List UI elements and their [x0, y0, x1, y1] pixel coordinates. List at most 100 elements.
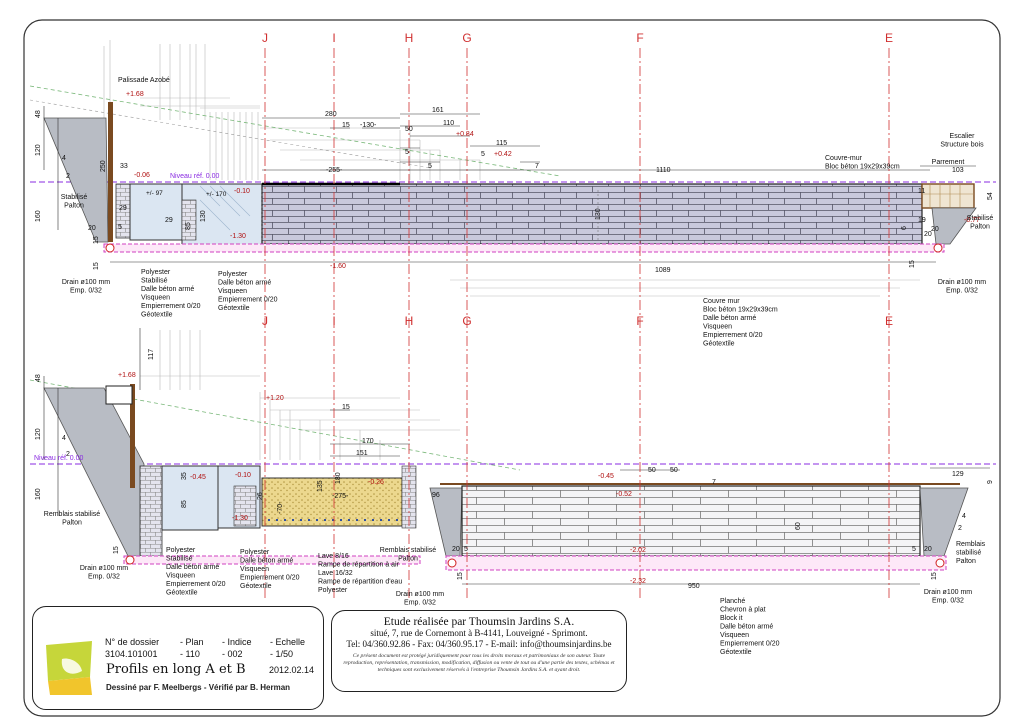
profile_b-notes-lave-0: Lave 8/16: [318, 553, 349, 560]
profile_b-notes-planche-4: Visqueen: [720, 632, 749, 639]
profile_a-dims-d255: -255-: [326, 167, 343, 174]
profile_a-notes-stabilise_left-0: Stabilisé: [61, 194, 88, 201]
profile_b-dims-d151: 151: [356, 450, 368, 457]
profile_b-levels-l168: +1.68: [118, 372, 136, 379]
profile_a-notes-couvre_bottom-5: Géotextile: [703, 341, 735, 348]
axis-label-e-b: E: [885, 314, 893, 328]
slab-b-right: [445, 555, 947, 571]
profile_b-notes-drain_right-1: Emp. 0/32: [932, 598, 964, 605]
profile_a-dims-d20c: 20: [931, 226, 939, 233]
embankment-left-b: [43, 387, 145, 557]
left-block-b: [139, 465, 163, 557]
profile_a-notes-parement: Parrement: [932, 159, 965, 166]
profile_b-dims-d50a: 50: [648, 467, 656, 474]
profile_a-dims-d15b: 15: [93, 236, 100, 244]
stair-grid: [922, 184, 974, 208]
axis-label-i-a: I: [332, 31, 335, 45]
profile_a-dims-d103: 103: [952, 167, 964, 174]
stair-block: [921, 183, 975, 209]
profile_b-notes-remblais_mid-0: Remblais stabilisé: [380, 547, 437, 554]
scale-value: - 1/50: [270, 649, 294, 659]
axis-label-i-b: I: [332, 314, 335, 328]
profile_a-notes-drain_right-0: Drain ø100 mm: [938, 279, 986, 286]
profile_a-dims-d5b: 5: [428, 163, 432, 170]
profile_a-levels-l097: +/- 97: [146, 190, 163, 197]
profile_a-notes-couvre_bottom-1: Bloc béton 19x29x39cm: [703, 307, 778, 314]
step-box-b: [105, 385, 133, 405]
profile-a: [29, 40, 996, 297]
axis-label-j-b: J: [262, 314, 268, 328]
profile_b-dims-d950: 950: [688, 583, 700, 590]
profile_b-dims-d180: 180: [335, 472, 342, 484]
profile_b-dims-d117: 117: [148, 349, 155, 360]
profile_a-dims-d160: 160: [35, 210, 42, 222]
profile_b-dims-d15c: 15: [457, 572, 464, 580]
profile_a-notes-layers1-3: Visqueen: [141, 295, 170, 302]
drain-pipe-b-right: [935, 558, 945, 568]
profile_b-dims-d129: 129: [952, 471, 964, 478]
slab-a: [103, 243, 945, 253]
drawing-title: Profils en long A et B: [106, 662, 246, 677]
profile_a-dims-d1089: 1089: [655, 267, 671, 274]
profile_a-notes-layers1-2: Dalle béton armé: [141, 286, 194, 293]
profile_a-dims-d250: 250: [100, 160, 107, 172]
axis-label-e-a: E: [885, 31, 893, 45]
profile_b-notes-layers2-4: Géotextile: [240, 583, 272, 590]
profile_b-dims-d20a: 20: [452, 546, 460, 553]
profile_b-dims-d9: 9: [987, 480, 994, 484]
profile_a-dims-d20b: 20: [924, 231, 932, 238]
slope-line: [29, 85, 561, 177]
profile_b-dims-d5a: 5: [464, 546, 468, 553]
profile_b-dims-d35: 35: [181, 472, 188, 480]
profile_a-dims-d15: 15: [342, 122, 350, 129]
profile_a-levels-l130: -1.30: [230, 233, 246, 240]
profile_b-notes-remblais_right-2: Palton: [956, 558, 976, 565]
sheet-border: [23, 19, 1001, 717]
profile_b-levels-l010: -0.10: [235, 472, 251, 479]
copyright-notice: Ce présent document est protégé juridiqu…: [343, 653, 615, 673]
profile_a-notes-couvre_bottom-2: Dalle béton armé: [703, 315, 756, 322]
profile_b-notes-lave-3: Rampe de répartition d'eau: [318, 579, 402, 586]
profile_b-levels-l130: -1.30: [232, 515, 248, 522]
dimension-lines-b: [43, 328, 990, 585]
axis-label-f-a: F: [636, 31, 643, 45]
profile_a-palissade: Palissade Azobé: [118, 77, 170, 84]
profile_a-dims-d48: 48: [35, 110, 42, 118]
profile_a-dims-d161: 161: [432, 107, 444, 114]
profile_a-dims-d85: 85: [185, 222, 192, 230]
slope-line-b: [29, 379, 521, 471]
profile_a-levels-l077: -0.77: [964, 217, 980, 224]
profile_b-notes-layers2-0: Polyester: [240, 549, 270, 556]
basin-a1: [129, 183, 183, 241]
deck-structure: [461, 485, 921, 557]
profile_b-levels-ref: Niveau réf. 0.00: [34, 455, 84, 462]
profile_a-notes-layers2-3: Empierrement 0/20: [218, 297, 278, 304]
profile_a-dims-d20a: 20: [88, 225, 96, 232]
palissade-post-b: [130, 384, 135, 488]
dossier-label: N° de dossier: [105, 637, 160, 647]
elevation-b: [140, 330, 460, 460]
profile_b-dims-d5b: 5: [912, 546, 916, 553]
slope-line-2: [29, 99, 431, 169]
profile_a-dims-d5c: 5: [481, 151, 485, 158]
profile_a-notes-layers1-5: Géotextile: [141, 312, 173, 319]
plan-label: - Plan: [180, 637, 204, 647]
profile_b-notes-remblais_left-0: Remblais stabilisé: [44, 511, 101, 518]
profile_a-dims-d110: 110: [443, 120, 454, 127]
profile_a-levels-l006: -0.06: [134, 172, 150, 179]
profile_a-notes-layers1-0: Polyester: [141, 269, 171, 276]
profile_a-notes-layers2-0: Polyester: [218, 271, 248, 278]
profile_b-dims-d20b: 20: [924, 546, 932, 553]
profile_a-dims-d7: 7: [535, 163, 539, 170]
profile_a-notes-stabilise_right-1: Palton: [970, 224, 990, 231]
profile_a-dims-d120: 120: [35, 144, 42, 156]
axis-label-j-a: J: [262, 31, 268, 45]
profile_a-dims-d1110: 1110: [656, 167, 671, 174]
profile_b-notes-planche-6: Géotextile: [720, 649, 752, 656]
drain-pipe-left: [105, 243, 115, 253]
profile_b-dims-d70: -70-: [277, 501, 284, 514]
filter-bed: [261, 477, 403, 527]
profile_a-levels-l168: +1.68: [126, 91, 144, 98]
profile_b-dims-d160: 160: [35, 488, 42, 500]
